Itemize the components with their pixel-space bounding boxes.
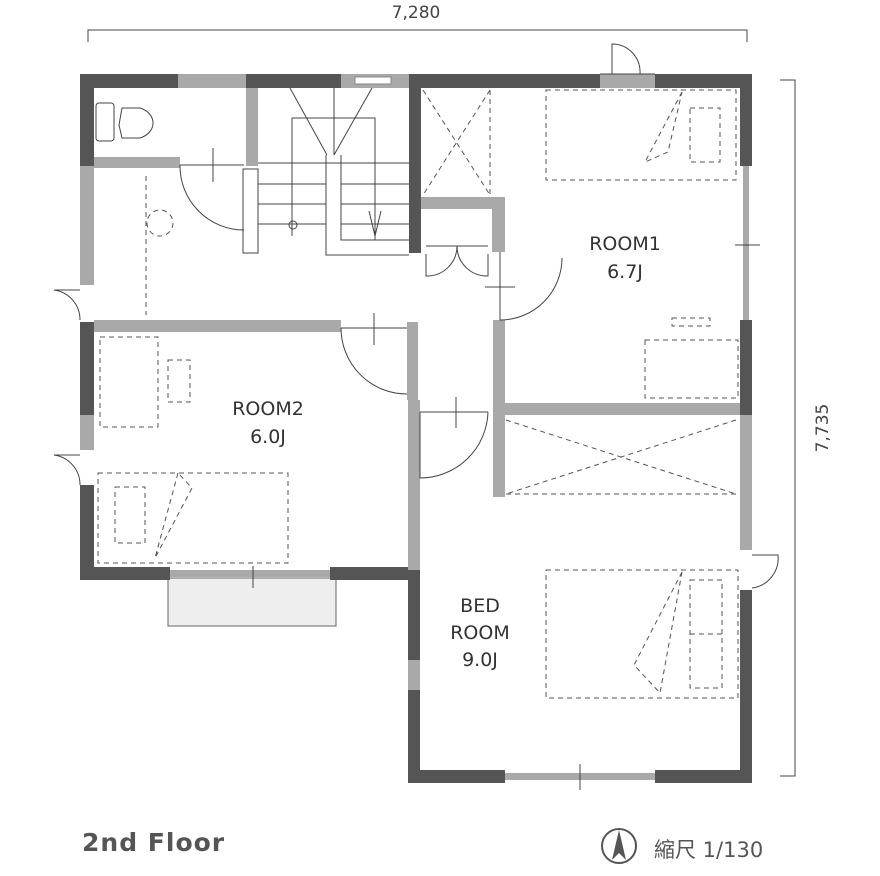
room2-bed bbox=[97, 472, 289, 564]
scale-label: 縮尺 1/130 bbox=[654, 838, 764, 862]
bedroom-name-line1: BED bbox=[460, 595, 500, 617]
depth-dimension-label: 7,735 bbox=[813, 404, 833, 453]
doors bbox=[53, 43, 779, 790]
balcony bbox=[167, 577, 337, 627]
depth-dimension: 7,735 bbox=[780, 79, 833, 777]
room1-desk bbox=[644, 317, 739, 399]
stairs-icon bbox=[242, 87, 409, 256]
width-dimension: 7,280 bbox=[87, 3, 748, 42]
room1-name: ROOM1 bbox=[589, 233, 661, 255]
bedroom-size: 9.0J bbox=[462, 649, 498, 671]
toilet-icon bbox=[95, 102, 154, 142]
room2-name: ROOM2 bbox=[232, 398, 304, 420]
exterior-walls bbox=[80, 74, 752, 783]
bedroom-bed bbox=[545, 569, 739, 699]
room2-size: 6.0J bbox=[250, 426, 286, 448]
width-dimension-label: 7,280 bbox=[392, 3, 441, 23]
interior-walls bbox=[94, 88, 740, 570]
room1-bed bbox=[545, 89, 737, 181]
room1-size: 6.7J bbox=[607, 261, 643, 283]
north-arrow-icon bbox=[601, 828, 637, 864]
fixture bbox=[146, 209, 174, 237]
bedroom-name-line2: ROOM bbox=[450, 622, 510, 644]
room2-desk bbox=[99, 336, 191, 428]
floor-label: 2nd Floor bbox=[82, 828, 226, 857]
